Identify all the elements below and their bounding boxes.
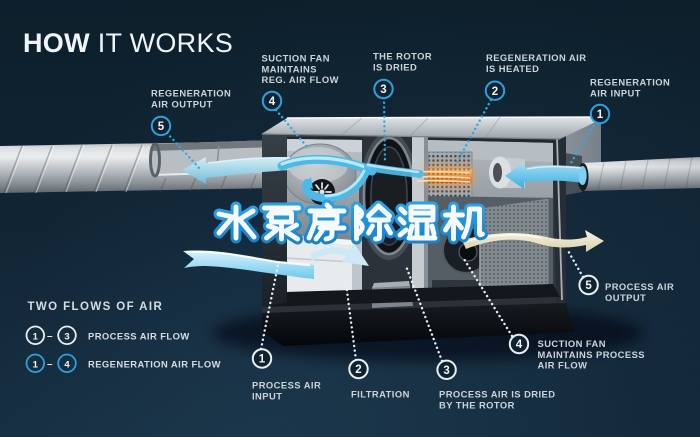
svg-text:TWO FLOWS OF AIR: TWO FLOWS OF AIR [28,301,164,313]
svg-text:2: 2 [492,86,498,98]
svg-text:3: 3 [443,365,449,377]
svg-text:SUCTION FAN: SUCTION FAN [262,53,331,64]
svg-text:–: – [47,359,53,370]
svg-text:THE ROTOR: THE ROTOR [373,51,432,62]
svg-text:PROCESS AIR FLOW: PROCESS AIR FLOW [88,331,190,342]
svg-text:3: 3 [64,331,69,342]
svg-text:IS HEATED: IS HEATED [486,63,539,74]
svg-text:3: 3 [380,84,386,96]
svg-text:5: 5 [585,280,592,292]
svg-text:SUCTION FAN: SUCTION FAN [538,338,607,349]
svg-text:REGENERATION: REGENERATION [590,77,670,88]
svg-text:5: 5 [158,121,165,133]
svg-text:INPUT: INPUT [252,390,282,401]
svg-text:FILTRATION: FILTRATION [351,389,410,400]
svg-text:AIR FLOW: AIR FLOW [538,360,588,371]
svg-text:4: 4 [516,339,523,351]
svg-text:2: 2 [355,364,361,376]
svg-text:PROCESS AIR: PROCESS AIR [605,281,674,292]
svg-text:REGENERATION AIR: REGENERATION AIR [486,52,586,63]
svg-text:AIR OUTPUT: AIR OUTPUT [151,98,213,109]
svg-text:1: 1 [597,109,604,121]
svg-text:AIR INPUT: AIR INPUT [590,87,641,98]
svg-text:4: 4 [269,96,276,108]
svg-text:REGENERATION: REGENERATION [151,88,231,99]
svg-text:HOW IT WORKS: HOW IT WORKS [23,28,233,58]
svg-text:BY THE ROTOR: BY THE ROTOR [439,399,515,410]
svg-text:REGENERATION AIR FLOW: REGENERATION AIR FLOW [88,359,221,370]
svg-text:OUTPUT: OUTPUT [605,292,646,303]
svg-text:1: 1 [33,331,39,342]
svg-text:IS DRIED: IS DRIED [373,61,417,72]
svg-text:PROCESS AIR: PROCESS AIR [252,380,321,391]
svg-text:1: 1 [33,359,39,370]
svg-text:PROCESS AIR IS DRIED: PROCESS AIR IS DRIED [439,389,555,400]
svg-text:4: 4 [64,359,70,370]
svg-text:MAINTAINS: MAINTAINS [262,63,317,74]
svg-text:–: – [47,331,53,342]
svg-text:REG. AIR FLOW: REG. AIR FLOW [262,74,339,85]
svg-text:1: 1 [259,354,266,366]
svg-text:MAINTAINS PROCESS: MAINTAINS PROCESS [538,349,645,360]
